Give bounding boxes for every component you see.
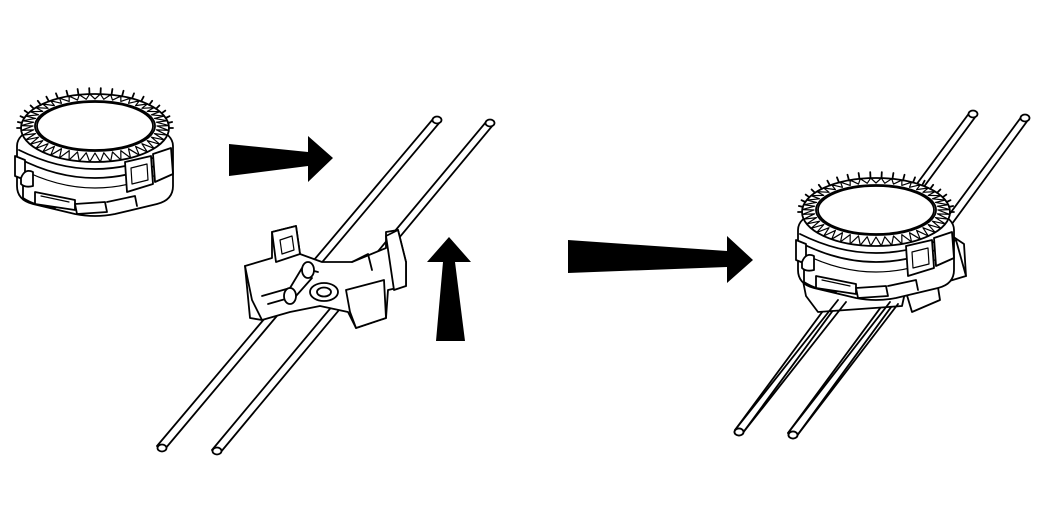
arrow-up bbox=[427, 237, 471, 341]
arrow-right-large bbox=[568, 236, 753, 283]
serration-ring bbox=[801, 177, 951, 247]
assembled-cap-teeth bbox=[797, 171, 955, 247]
wire-clip-base bbox=[156, 115, 496, 456]
assembled-connector bbox=[733, 109, 1031, 440]
serration-ring bbox=[20, 93, 170, 163]
cap-teeth bbox=[16, 87, 174, 163]
connector-cap bbox=[14, 87, 174, 217]
crown-spikes bbox=[16, 87, 174, 129]
cap-top-face bbox=[817, 185, 935, 235]
clip-base bbox=[244, 225, 407, 329]
crown-spikes bbox=[797, 171, 955, 213]
arrow-right-small bbox=[229, 136, 333, 182]
cap-top-face bbox=[36, 101, 154, 151]
